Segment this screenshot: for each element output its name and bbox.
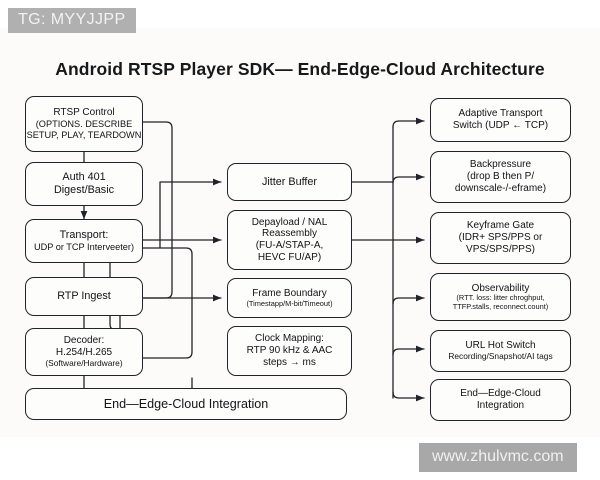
node-line: End—Edge-Cloud [460, 388, 541, 400]
wire-bus-to-url-hot-switch [392, 345, 425, 356]
node-line: Reassembly [261, 228, 318, 240]
wire-bus-to-backpressure [392, 173, 425, 184]
node-line: (OPTIONS. DESCRIBE [35, 119, 133, 130]
node-url-hot-switch[interactable]: URL Hot Switch Recording/Snapshot/AI tag… [430, 330, 571, 372]
node-line: SETUP, PLAY, TEARDOWN [26, 129, 142, 140]
telegram-handle-banner: TG: MYYJJPP [8, 8, 136, 34]
page-title: Android RTSP Player SDK— End-Edge-Cloud … [55, 59, 545, 79]
node-clock-mapping[interactable]: Clock Mapping: RTP 90 kHz & AAC steps → … [227, 326, 352, 376]
node-line: UDP or TCP Interveeter) [33, 241, 135, 252]
wire-bus-to-integration [392, 391, 425, 402]
node-end-edge-cloud-integration-right[interactable]: End—Edge-Cloud Integration [430, 379, 571, 421]
node-jitter-buffer[interactable]: Jitter Buffer [227, 163, 352, 201]
node-decoder[interactable]: Decoder: H.254/H.265 (Software/Hardware) [25, 328, 143, 376]
node-line: Digest/Basic [53, 184, 114, 196]
node-line: Switch (UDP ← TCP) [452, 120, 549, 131]
node-line: Adaptive Transport [458, 108, 543, 120]
node-line: TTFP.stalls, reconnect.count) [452, 301, 549, 311]
node-line: RTSP Control [53, 107, 115, 119]
node-keyframe-gate[interactable]: Keyframe Gate (IDR+ SPS/PPS or VPS/SPS/P… [430, 212, 571, 264]
wire-bus-to-adaptive [392, 117, 425, 128]
node-line: Jitter Buffer [261, 175, 317, 188]
node-rtp-ingest[interactable]: RTP Ingest [25, 277, 143, 316]
node-line: Backpressure [469, 159, 532, 171]
node-line: Integration [476, 400, 525, 411]
node-line: (Software/Hardware) [45, 357, 123, 368]
node-line: (Timestapp/M-bit/Timeout) [246, 298, 333, 308]
node-line: Depayload / NAL [251, 216, 328, 228]
node-line: downscale-/-eframe) [454, 182, 547, 194]
node-line: H.254/H.265 [55, 347, 113, 359]
node-line: End—Edge-Cloud Integration [103, 396, 269, 411]
node-line: Recording/Snapshot/AI tags [448, 350, 553, 361]
node-line: Keyframe Gate [466, 220, 535, 232]
node-line: (drop B then P/ [466, 171, 535, 183]
node-transport[interactable]: Transport: UDP or TCP Interveeter) [25, 219, 143, 263]
node-line: RTP Ingest [57, 290, 111, 303]
node-rtsp-control[interactable]: RTSP Control (OPTIONS. DESCRIBE SETUP, P… [25, 96, 143, 152]
node-observability[interactable]: Observability (RTT. loss: litter chroghp… [430, 273, 571, 321]
node-line: RTP 90 kHz & AAC [246, 345, 333, 357]
node-line: Auth 401 [62, 171, 106, 184]
node-line: (IDR+ SPS/PPS or [458, 232, 543, 244]
wire-transport-to-jitter [159, 178, 222, 249]
node-line: (RTT. loss: litter chroghput, [456, 293, 545, 303]
site-watermark: www.zhulvmc.com [419, 443, 577, 473]
node-line: Clock Mapping: [255, 333, 324, 345]
wire-bus-to-observability [392, 294, 425, 305]
node-line: VPS/SPS/PPS) [466, 243, 535, 255]
node-backpressure[interactable]: Backpressure (drop B then P/ downscale-/… [430, 151, 571, 203]
node-frame-boundary[interactable]: Frame Boundary (Timestapp/M-bit/Timeout) [227, 278, 352, 318]
node-line: HEVC FU/AP) [257, 251, 322, 263]
node-auth-401[interactable]: Auth 401 Digest/Basic [25, 162, 143, 206]
node-line: steps → ms [263, 356, 316, 368]
node-line: Observability [471, 282, 530, 294]
node-depayload-nal-reassembly[interactable]: Depayload / NAL Reassembly (FU-A/STAP-A,… [227, 210, 352, 270]
node-line: Transport: [59, 229, 109, 242]
wire-transport-to-decoder [103, 247, 193, 362]
node-end-edge-cloud-integration-bar[interactable]: End—Edge-Cloud Integration [25, 388, 347, 420]
node-adaptive-transport-switch[interactable]: Adaptive Transport Switch (UDP ← TCP) [430, 98, 571, 142]
node-line: Decoder: [63, 335, 105, 347]
node-line: (FU-A/STAP-A, [255, 240, 324, 251]
node-line: URL Hot Switch [465, 340, 536, 352]
node-line: Frame Boundary [252, 287, 327, 299]
